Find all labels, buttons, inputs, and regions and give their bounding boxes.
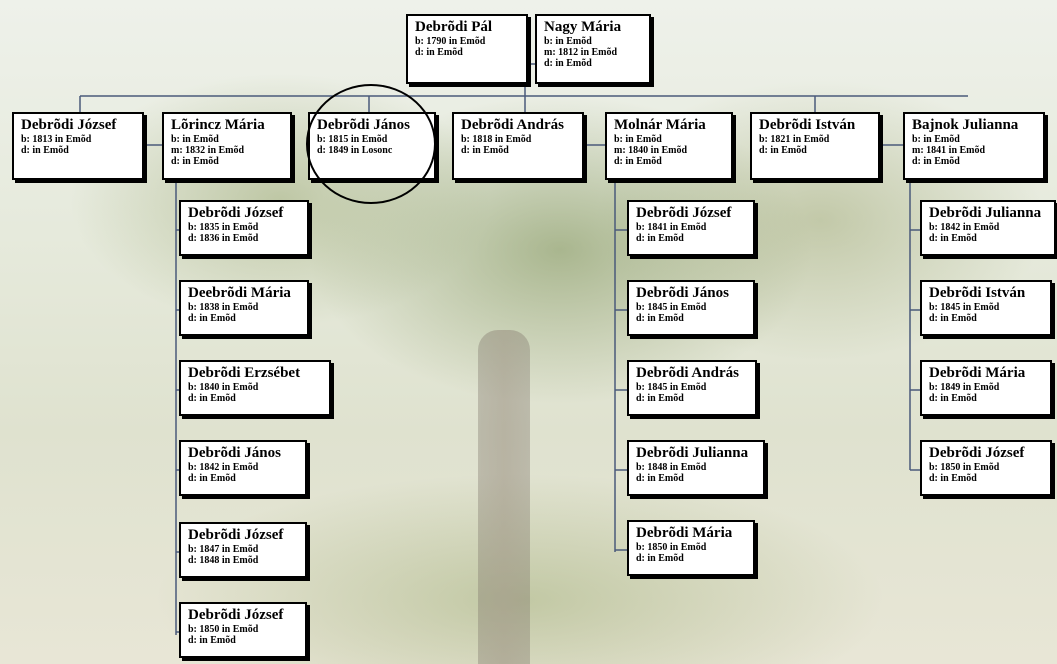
- death-info: d: in Emõd: [636, 393, 684, 404]
- person-card[interactable]: Lõrincz Mária b: in Emõd m: 1832 in Emõd…: [162, 112, 292, 180]
- death-info: d: in Emõd: [636, 313, 684, 324]
- person-name: Debrõdi József: [929, 445, 1025, 461]
- person-card-mother[interactable]: Nagy Mária b: in Emõd m: 1812 in Emõd d:…: [535, 14, 651, 84]
- person-name: Debrõdi Erzsébet: [188, 365, 301, 381]
- child-card[interactable]: Debrõdi János b: 1845 in Emõd d: in Emõd: [627, 280, 755, 336]
- death-info: d: in Emõd: [929, 393, 977, 404]
- death-info: d: in Emõd: [636, 553, 684, 564]
- person-name: Bajnok Julianna: [912, 117, 1019, 133]
- person-name: Debrõdi József: [188, 527, 284, 543]
- person-name: Debrõdi András: [636, 365, 739, 381]
- person-card[interactable]: Bajnok Julianna b: in Emõd m: 1841 in Em…: [903, 112, 1045, 180]
- person-name: Nagy Mária: [544, 19, 622, 35]
- child-card[interactable]: Debrõdi János b: 1842 in Emõd d: in Emõd: [179, 440, 307, 496]
- person-name: Debrõdi Pál: [415, 19, 493, 35]
- child-card[interactable]: Deebrõdi Mária b: 1838 in Emõd d: in Emõ…: [179, 280, 309, 336]
- death-info: d: in Emõd: [188, 393, 236, 404]
- person-name: Molnár Mária: [614, 117, 706, 133]
- birth-info: b: 1850 in Emõd: [929, 462, 1000, 473]
- birth-info: b: in Emõd: [912, 134, 960, 145]
- person-name: Lõrincz Mária: [171, 117, 265, 133]
- birth-info: b: 1850 in Emõd: [188, 624, 259, 635]
- person-name: Debrõdi Julianna: [929, 205, 1042, 221]
- death-info: d: in Emõd: [614, 156, 662, 167]
- highlight-circle: [306, 84, 436, 204]
- birth-info: b: 1835 in Emõd: [188, 222, 259, 233]
- death-info: d: in Emõd: [461, 145, 509, 156]
- person-name: Debrõdi András: [461, 117, 564, 133]
- birth-info: b: 1821 in Emõd: [759, 134, 830, 145]
- birth-info: b: 1838 in Emõd: [188, 302, 259, 313]
- person-card[interactable]: Debrõdi József b: 1813 in Emõd d: in Emõ…: [12, 112, 144, 180]
- person-card-father[interactable]: Debrõdi Pál b: 1790 in Emõd d: in Emõd: [406, 14, 528, 84]
- person-name: Deebrõdi Mária: [188, 285, 291, 301]
- person-name: Debrõdi József: [636, 205, 732, 221]
- death-info: d: in Emõd: [544, 58, 592, 69]
- marriage-info: m: 1832 in Emõd: [171, 145, 245, 156]
- person-name: Debrõdi József: [188, 607, 284, 623]
- birth-info: b: 1848 in Emõd: [636, 462, 707, 473]
- birth-info: b: 1847 in Emõd: [188, 544, 259, 555]
- death-info: d: in Emõd: [912, 156, 960, 167]
- death-info: d: in Emõd: [929, 313, 977, 324]
- birth-info: b: 1840 in Emõd: [188, 382, 259, 393]
- child-card[interactable]: Debrõdi Mária b: 1850 in Emõd d: in Emõd: [627, 520, 755, 576]
- person-name: Debrõdi József: [21, 117, 117, 133]
- death-info: d: 1836 in Emõd: [188, 233, 259, 244]
- death-info: d: in Emõd: [171, 156, 219, 167]
- child-card[interactable]: Debrõdi Mária b: 1849 in Emõd d: in Emõd: [920, 360, 1052, 416]
- birth-info: b: 1790 in Emõd: [415, 36, 486, 47]
- death-info: d: in Emõd: [21, 145, 69, 156]
- birth-info: b: 1845 in Emõd: [636, 302, 707, 313]
- person-name: Debrõdi József: [188, 205, 284, 221]
- child-card[interactable]: Debrõdi András b: 1845 in Emõd d: in Emõ…: [627, 360, 757, 416]
- child-card[interactable]: Debrõdi József b: 1841 in Emõd d: in Emõ…: [627, 200, 755, 256]
- child-card[interactable]: Debrõdi József b: 1850 in Emõd d: in Emõ…: [920, 440, 1052, 496]
- death-info: d: in Emõd: [929, 233, 977, 244]
- birth-info: b: in Emõd: [614, 134, 662, 145]
- birth-info: b: 1845 in Emõd: [636, 382, 707, 393]
- person-name: Debrõdi János: [188, 445, 281, 461]
- child-card[interactable]: Debrõdi Julianna b: 1848 in Emõd d: in E…: [627, 440, 765, 496]
- child-card[interactable]: Debrõdi István b: 1845 in Emõd d: in Emõ…: [920, 280, 1052, 336]
- child-card[interactable]: Debrõdi József b: 1850 in Emõd d: in Emõ…: [179, 602, 307, 658]
- person-card[interactable]: Debrõdi András b: 1818 in Emõd d: in Emõ…: [452, 112, 584, 180]
- death-info: d: in Emõd: [636, 233, 684, 244]
- birth-info: b: 1849 in Emõd: [929, 382, 1000, 393]
- death-info: d: in Emõd: [759, 145, 807, 156]
- marriage-info: m: 1841 in Emõd: [912, 145, 986, 156]
- child-card[interactable]: Debrõdi Erzsébet b: 1840 in Emõd d: in E…: [179, 360, 331, 416]
- tree-trunk: [478, 330, 530, 664]
- birth-info: b: 1850 in Emõd: [636, 542, 707, 553]
- death-info: d: 1848 in Emõd: [188, 555, 259, 566]
- birth-info: b: 1818 in Emõd: [461, 134, 532, 145]
- death-info: d: in Emõd: [188, 635, 236, 646]
- death-info: d: in Emõd: [929, 473, 977, 484]
- birth-info: b: 1842 in Emõd: [188, 462, 259, 473]
- marriage-info: m: 1812 in Emõd: [544, 47, 618, 58]
- death-info: d: in Emõd: [415, 47, 463, 58]
- birth-info: b: 1842 in Emõd: [929, 222, 1000, 233]
- child-card[interactable]: Debrõdi József b: 1847 in Emõd d: 1848 i…: [179, 522, 307, 578]
- person-name: Debrõdi Mária: [636, 525, 733, 541]
- child-card[interactable]: Debrõdi Julianna b: 1842 in Emõd d: in E…: [920, 200, 1056, 256]
- person-name: Debrõdi János: [636, 285, 729, 301]
- person-name: Debrõdi Mária: [929, 365, 1026, 381]
- death-info: d: in Emõd: [188, 473, 236, 484]
- death-info: d: in Emõd: [188, 313, 236, 324]
- marriage-info: m: 1840 in Emõd: [614, 145, 688, 156]
- birth-info: b: 1813 in Emõd: [21, 134, 92, 145]
- person-name: Debrõdi Julianna: [636, 445, 749, 461]
- child-card[interactable]: Debrõdi József b: 1835 in Emõd d: 1836 i…: [179, 200, 309, 256]
- person-card[interactable]: Molnár Mária b: in Emõd m: 1840 in Emõd …: [605, 112, 733, 180]
- person-name: Debrõdi István: [929, 285, 1026, 301]
- birth-info: b: in Emõd: [544, 36, 592, 47]
- person-name: Debrõdi István: [759, 117, 856, 133]
- person-card[interactable]: Debrõdi István b: 1821 in Emõd d: in Emõ…: [750, 112, 880, 180]
- death-info: d: in Emõd: [636, 473, 684, 484]
- birth-info: b: in Emõd: [171, 134, 219, 145]
- birth-info: b: 1845 in Emõd: [929, 302, 1000, 313]
- birth-info: b: 1841 in Emõd: [636, 222, 707, 233]
